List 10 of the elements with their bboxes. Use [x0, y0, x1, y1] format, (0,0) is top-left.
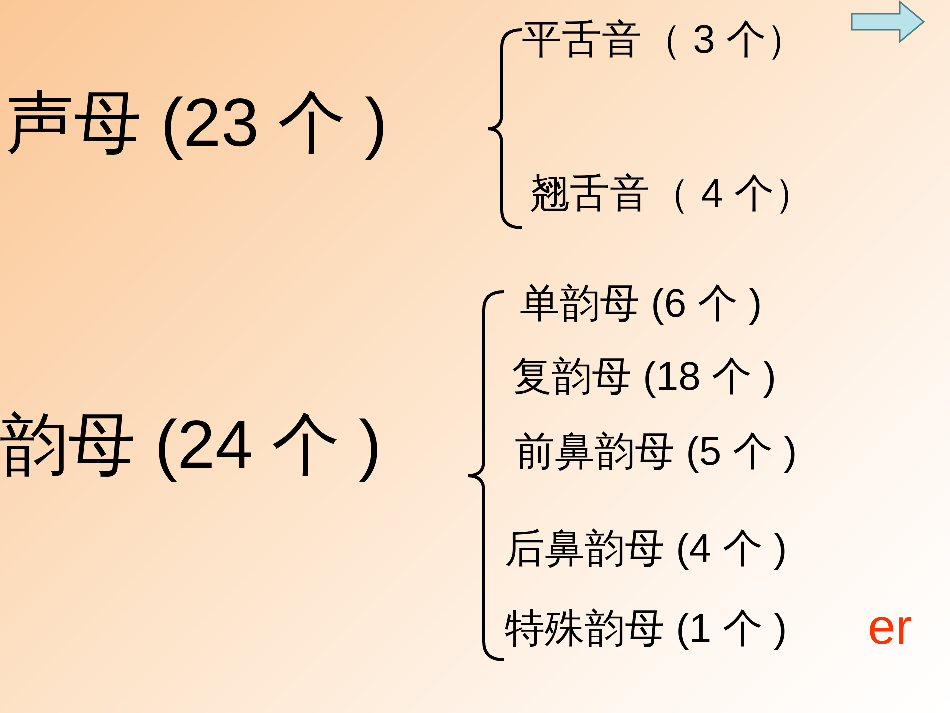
example-text: er [868, 600, 912, 655]
category-heading: 韵母 (24 个 ) [0, 408, 382, 483]
subcategory-text: 单韵母 (6 个 ) [520, 282, 762, 326]
subcategory-text: 特殊韵母 (1 个 ) [505, 607, 788, 651]
subcategory-text: 前鼻韵母 (5 个 ) [515, 430, 798, 474]
subcategory-text: 平舌音（ 3 个） [522, 18, 806, 62]
subcategory-text: 后鼻韵母 (4 个 ) [505, 527, 788, 571]
subcategory-text: 翘舌音（ 4 个） [530, 172, 814, 216]
category-heading: 声母 (23 个 ) [6, 86, 388, 161]
subcategory-text: 复韵母 (18 个 ) [512, 355, 776, 399]
